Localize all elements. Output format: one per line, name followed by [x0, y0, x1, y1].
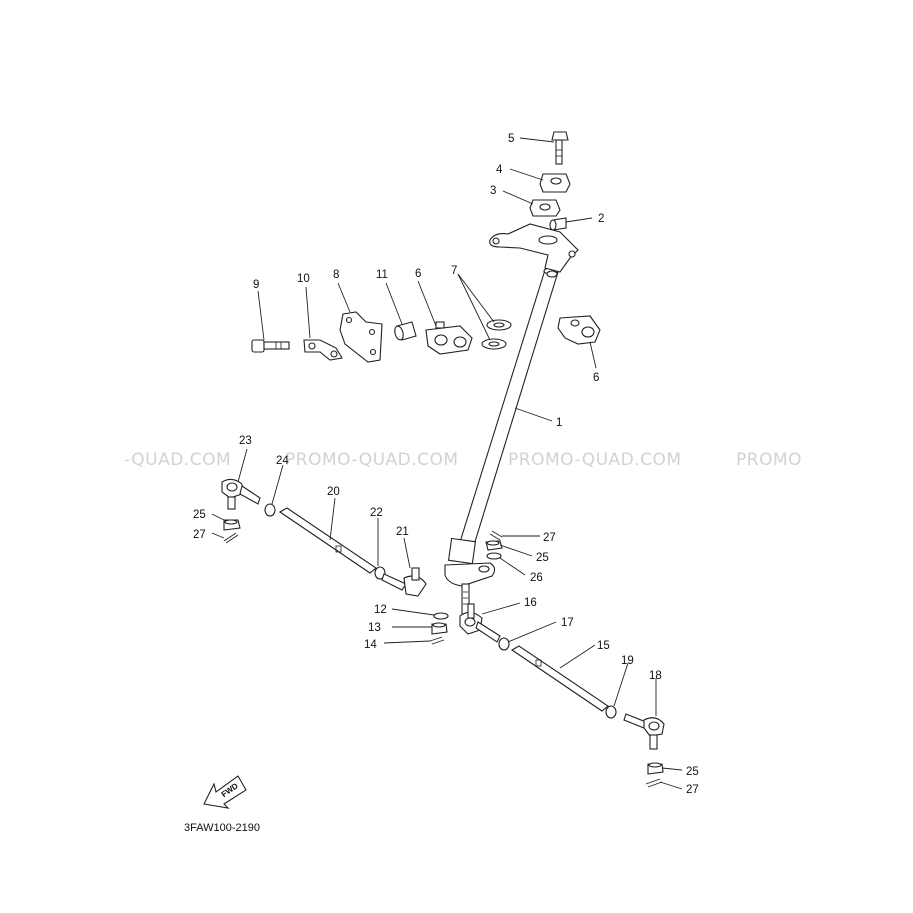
- fwd-arrow-icon: FWD: [203, 775, 247, 809]
- callout-4: 4: [496, 164, 503, 176]
- diagram-code: 3FAW100-2190: [184, 822, 260, 834]
- collar-part-11: [394, 321, 417, 341]
- nut-part-13: [431, 622, 448, 635]
- clamp-block-part-6-left: [425, 321, 473, 355]
- callout-3: 3: [490, 185, 496, 197]
- callout-16: 16: [524, 597, 537, 609]
- callout-2: 2: [598, 213, 604, 225]
- nut-part-22: [374, 566, 386, 580]
- shim-part-7: [481, 319, 512, 350]
- callout-6-left: 6: [415, 268, 421, 280]
- callout-15: 15: [597, 640, 610, 652]
- clamp-block-part-6-right: [557, 315, 601, 345]
- callout-7: 7: [451, 265, 457, 277]
- callout-18: 18: [649, 670, 662, 682]
- watermark-2: PROMO-QUAD.COM: [285, 450, 459, 470]
- tie-rod-end-part-23: [221, 478, 261, 510]
- callout-27-right: 27: [686, 784, 699, 796]
- clamp-lower-part-3: [529, 199, 561, 217]
- cotter-pin-part-27-right: [645, 778, 663, 788]
- callout-24: 24: [276, 455, 289, 467]
- callout-1: 1: [556, 417, 562, 429]
- callout-13: 13: [368, 622, 381, 634]
- washer-part-26: [486, 552, 502, 560]
- steering-column-part-1: [444, 267, 559, 615]
- watermark-1: -QUAD.COM: [124, 450, 231, 470]
- nut-part-24: [264, 503, 276, 517]
- callout-25-center: 25: [536, 552, 549, 564]
- callout-26: 26: [530, 572, 543, 584]
- bushing-part-2: [549, 217, 567, 231]
- watermark-4: PROMO: [736, 450, 802, 470]
- callout-27-left: 27: [193, 529, 206, 541]
- callout-8: 8: [333, 269, 339, 281]
- callout-5: 5: [508, 133, 514, 145]
- cotter-pin-part-27-center: [489, 530, 503, 541]
- column-bracket-plate: [489, 223, 579, 278]
- bracket-part-8: [339, 311, 383, 363]
- callout-22: 22: [370, 507, 383, 519]
- watermark-row: -QUAD.COM PROMO-QUAD.COM PROMO-QUAD.COM …: [124, 450, 802, 470]
- nut-part-17: [498, 637, 510, 651]
- callout-6-right: 6: [593, 372, 599, 384]
- bolt-part-5: [551, 131, 569, 165]
- cotter-pin-part-14: [429, 636, 445, 645]
- callout-10: 10: [297, 273, 310, 285]
- callout-25-left: 25: [193, 509, 206, 521]
- watermark-3: PROMO-QUAD.COM: [508, 450, 682, 470]
- callout-labels: 5 4 3 2 7 6 11 8 10 9 6 1 23 24 20 22 21…: [193, 133, 699, 796]
- tie-rod-end-part-18: [623, 713, 665, 750]
- callout-11: 11: [376, 269, 388, 281]
- callout-21: 21: [396, 526, 409, 538]
- callout-17: 17: [561, 617, 574, 629]
- callout-23: 23: [239, 435, 252, 447]
- cotter-pin-part-27-left: [223, 532, 239, 544]
- clamp-upper-part-4: [539, 173, 571, 193]
- lock-plate-part-10: [303, 339, 343, 361]
- washer-part-12: [433, 612, 449, 620]
- tie-rod-part-15: [510, 645, 609, 712]
- callout-27-center: 27: [543, 532, 556, 544]
- callout-19: 19: [621, 655, 634, 667]
- nut-part-25-center: [485, 540, 503, 551]
- ball-joint-part-21: [381, 567, 427, 597]
- callout-20: 20: [327, 486, 340, 498]
- callout-14: 14: [364, 639, 377, 651]
- bolt-part-9: [251, 339, 290, 353]
- nut-part-19: [605, 705, 617, 719]
- tie-rod-part-20: [278, 507, 377, 574]
- nut-part-25-right: [647, 762, 664, 775]
- callout-9: 9: [253, 279, 259, 291]
- leader-lines: [211, 137, 683, 790]
- callout-25-right: 25: [686, 766, 699, 778]
- callout-12: 12: [374, 604, 387, 616]
- ball-joint-part-16: [459, 603, 501, 643]
- nut-part-25-left: [223, 519, 241, 531]
